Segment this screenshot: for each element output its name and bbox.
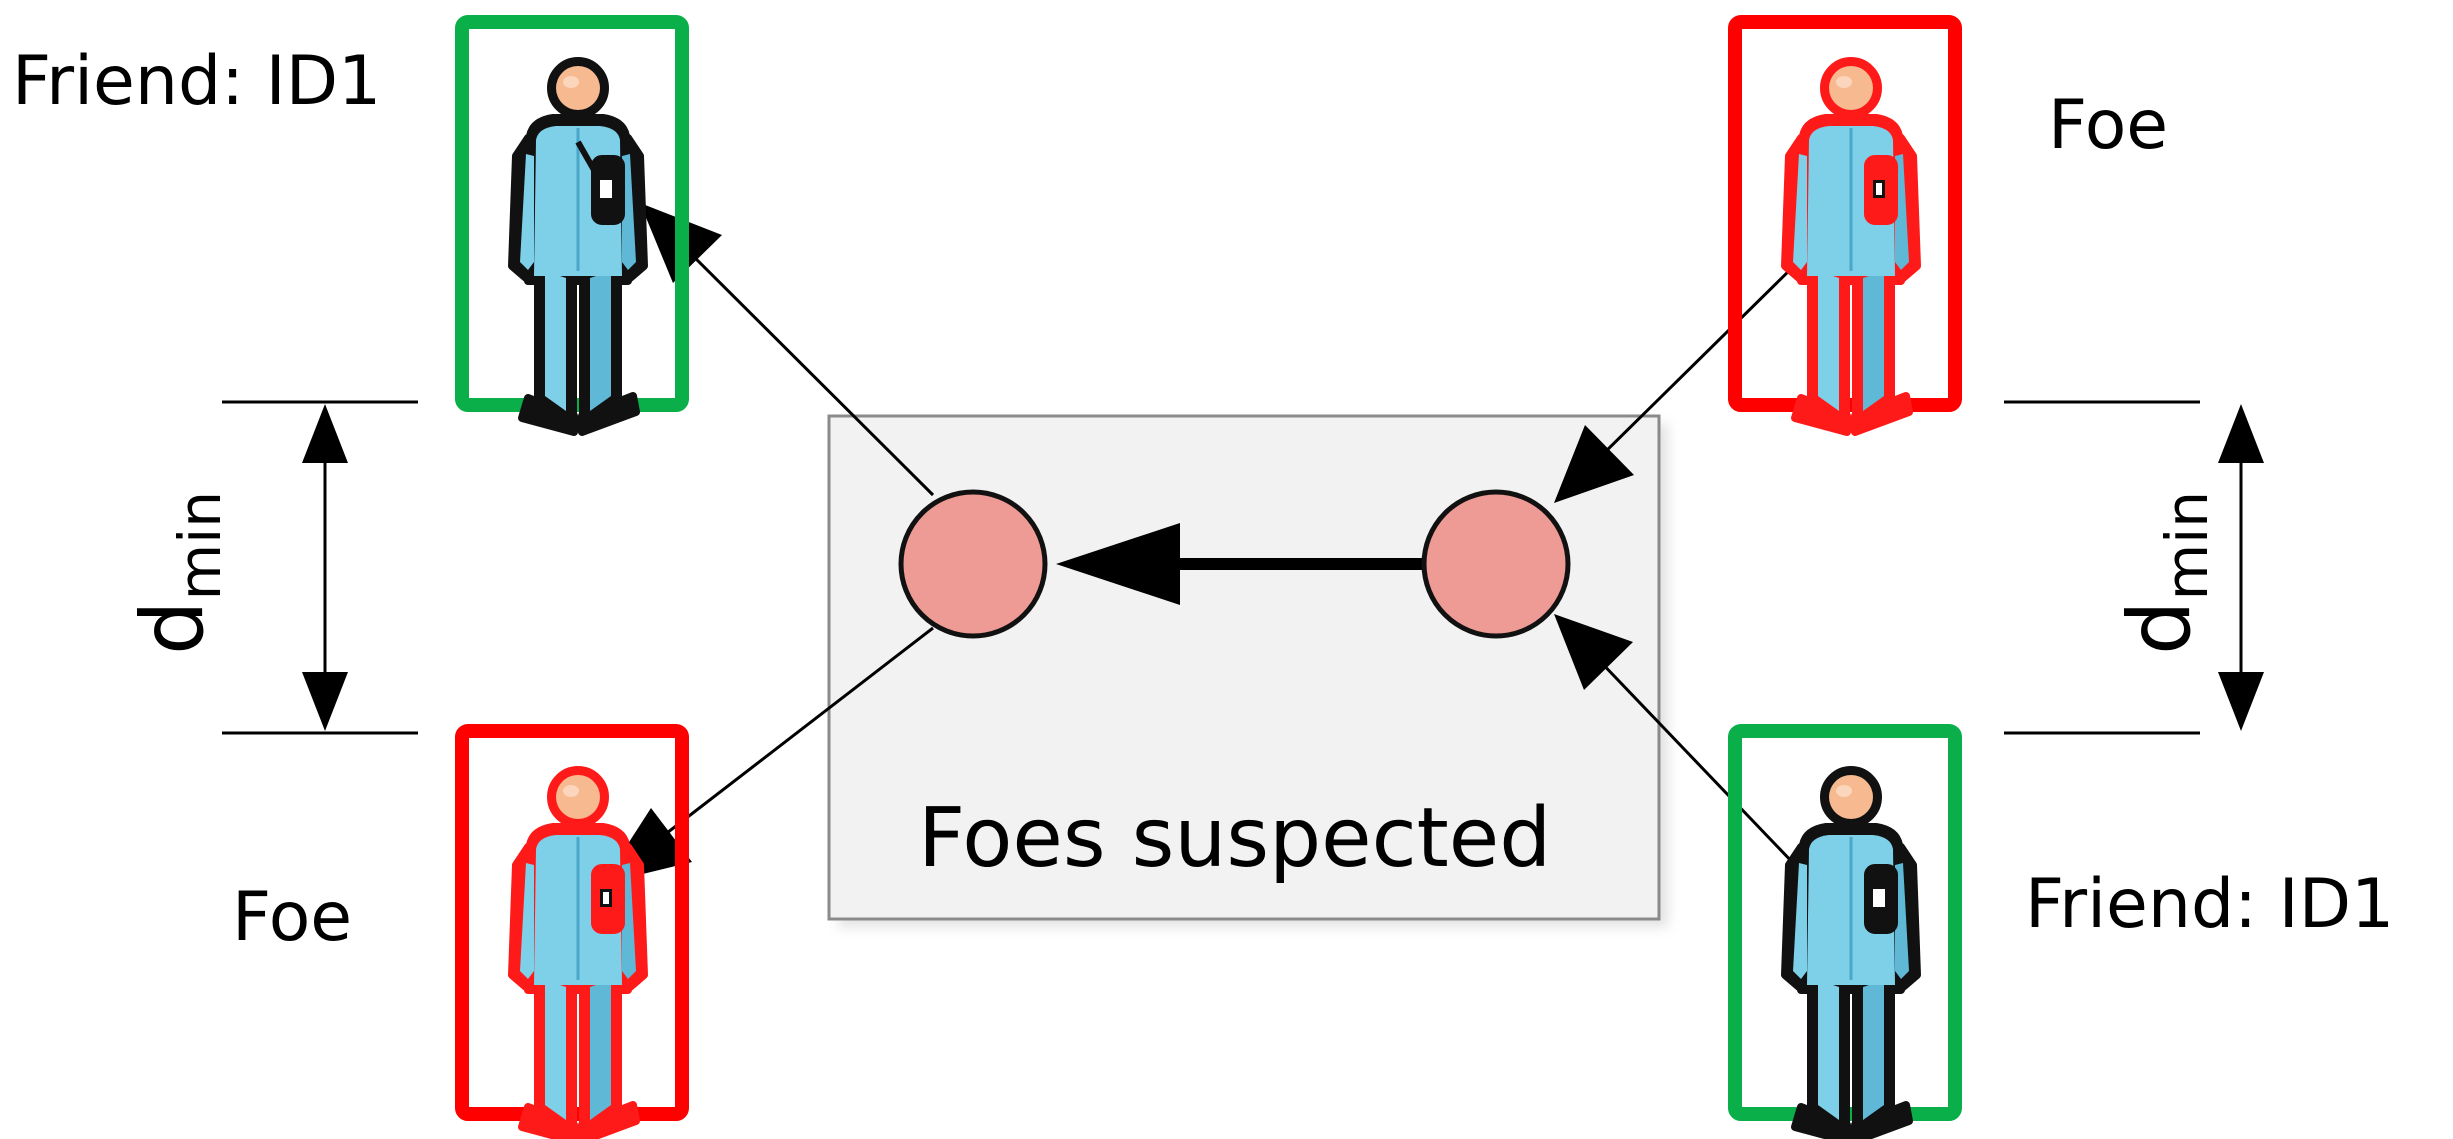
person-icon [1785, 770, 1917, 1139]
radio-device-icon [575, 140, 625, 225]
dmin-arrow-left [302, 404, 348, 731]
thick-arrow-right-to-left [1056, 523, 1430, 605]
dmin-main: d [123, 600, 223, 655]
person-icon [512, 61, 644, 432]
label-bottom-right-friend: Friend: ID1 [2025, 865, 2395, 944]
dmin-label-left: dmin [123, 485, 234, 655]
dmin-sub: min [2153, 491, 2221, 601]
right-node [1421, 489, 1571, 639]
arrow-from-top-right-foe [1554, 260, 1800, 503]
label-top-left-friend: Friend: ID1 [12, 42, 382, 121]
dmin-label-right: dmin [2110, 485, 2221, 655]
dmin-arrow-right [2218, 404, 2264, 731]
dmin-sub: min [166, 491, 234, 601]
left-node [898, 489, 1048, 639]
person-icon [512, 770, 644, 1139]
arrow-from-bottom-right-friend [1554, 614, 1798, 868]
center-box-title: Foes suspected [918, 791, 1552, 886]
dmin-main: d [2110, 600, 2210, 655]
radio-device-icon [591, 864, 625, 934]
label-top-right-foe: Foe [2048, 86, 2169, 165]
radio-device-icon [1864, 864, 1898, 934]
label-bottom-left-foe: Foe [232, 878, 353, 957]
radio-device-icon [1864, 155, 1898, 225]
person-icon [1785, 61, 1917, 432]
